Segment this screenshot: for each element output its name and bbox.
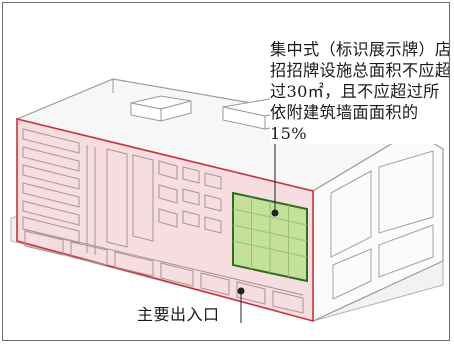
figure-frame: 集中式（标识展示牌）店招招牌设施总面积不应超过30㎡，且不应超过所依附建筑墙面面…: [2, 2, 450, 341]
front-facade: [16, 117, 314, 323]
facade-panels: [22, 128, 304, 314]
signboard-annotation: 集中式（标识展示牌）店招招牌设施总面积不应超过30㎡，且不应超过所依附建筑墙面面…: [270, 39, 450, 144]
right-wall-windows: [330, 150, 434, 300]
entrance-label: 主要出入口: [135, 301, 222, 325]
signboard-area: [232, 191, 308, 283]
building-illustration: [10, 43, 444, 323]
